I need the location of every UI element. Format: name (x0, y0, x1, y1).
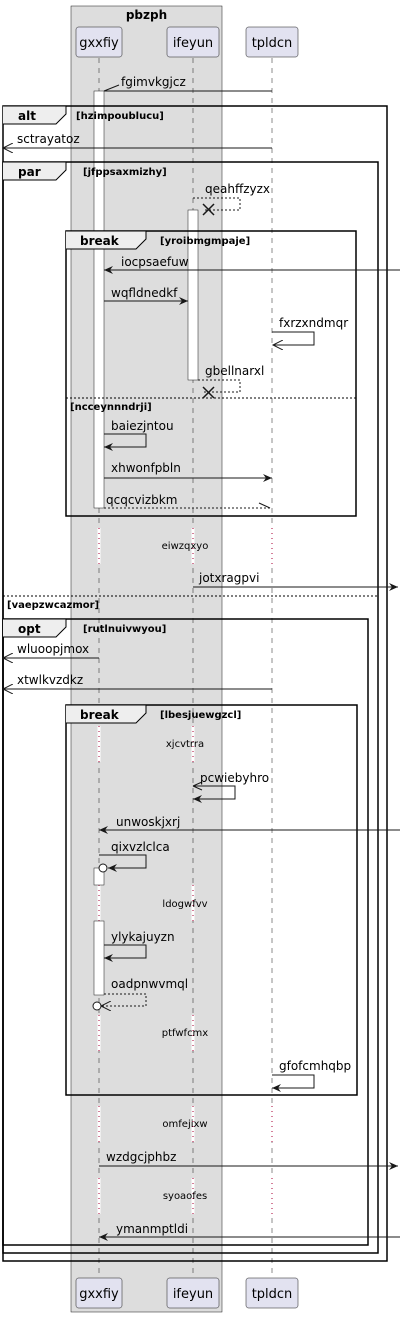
svg-text:gfofcmhqbp: gfofcmhqbp (279, 1059, 351, 1073)
participant-gxxfiy-head (75, 26, 123, 58)
message-wqfldnedkf: wqfldnedkf (104, 286, 188, 305)
fragment-break-2: break [lbesjuewgzcl] (65, 704, 358, 1096)
delay-ptfwfcmx: ptfwfcmx (162, 1028, 209, 1039)
participant-tpldcn-foot (245, 1277, 299, 1309)
svg-text:oadpnwvmql: oadpnwvmql (111, 977, 188, 991)
delay-xjcvtrra: xjcvtrra (166, 739, 204, 750)
fragment-break-2-guard: [lbesjuewgzcl] (160, 710, 241, 721)
fragment-opt-keyword: opt (18, 622, 41, 636)
activation-ifeyun-1 (187, 209, 199, 381)
activation-gxxfiy-3 (93, 920, 105, 996)
message-qixvzlclca: qixvzlclca (98, 840, 170, 873)
message-oadpnwvmql: oadpnwvmql (92, 977, 188, 1010)
delay-syoaofes: syoaofes (163, 1191, 207, 1202)
participant-gxxfiy-label: gxxfiy (79, 36, 119, 51)
message-fxrzxndmqr: fxrzxndmqr (272, 316, 348, 345)
svg-text:wluoopjmox: wluoopjmox (17, 642, 89, 656)
message-gfofcmhqbp: gfofcmhqbp (272, 1059, 351, 1092)
participant-tpldcn-label: tpldcn (252, 36, 293, 51)
message-pcwiebyhro: pcwiebyhro (192, 771, 269, 803)
fragment-alt-keyword: alt (18, 109, 36, 123)
activation-gxxfiy-1 (93, 90, 105, 509)
svg-text:pcwiebyhro: pcwiebyhro (200, 771, 269, 785)
fragment-break-1: break [yroibmgmpaje] [ncceynnndrji] (65, 230, 357, 517)
fragment-break-1-keyword: break (80, 234, 120, 248)
participant-tpldcn-foot-label: tpldcn (252, 1287, 293, 1302)
participant-ifeyun-foot (166, 1277, 220, 1309)
participant-gxxfiy-foot (75, 1277, 123, 1309)
participant-ifeyun-label: ifeyun (173, 36, 213, 51)
message-ylykajuyzn: ylykajuyzn (104, 930, 175, 962)
fragment-par-keyword: par (18, 165, 41, 179)
svg-text:qixvzlclca: qixvzlclca (111, 840, 170, 854)
box-title: pbzph (126, 8, 167, 22)
delay-dots (98, 528, 273, 1214)
message-sctrayatoz: sctrayatoz (3, 132, 272, 148)
svg-text:iocpsaefuw: iocpsaefuw (121, 255, 189, 269)
participant-tpldcn-head (245, 26, 299, 58)
fragment-alt-guard: [hzimpoublucu] (76, 111, 164, 122)
message-wluoopjmox: wluoopjmox (3, 642, 99, 658)
fragment-opt-guard: [rutlnuivwyou] (83, 624, 166, 635)
svg-text:fgimvkgjcz: fgimvkgjcz (121, 75, 186, 89)
svg-text:jotxragpvi: jotxragpvi (198, 571, 259, 585)
participant-box (70, 5, 223, 1313)
message-xhwonfpbln: xhwonfpbln (104, 461, 272, 482)
message-jotxragpvi: jotxragpvi (193, 571, 398, 591)
message-iocpsaefuw: iocpsaefuw (104, 255, 400, 274)
svg-text:baiezjntou: baiezjntou (111, 419, 174, 433)
participant-ifeyun-foot-label: ifeyun (173, 1287, 213, 1302)
message-wzdgcjphbz: wzdgcjphbz (99, 1150, 398, 1170)
message-xtwlkvzdkz: xtwlkvzdkz (3, 673, 272, 689)
message-qeahffzyzx: qeahffzyzx (193, 182, 270, 216)
participant-gxxfiy-foot-label: gxxfiy (79, 1287, 119, 1302)
svg-text:gbellnarxl: gbellnarxl (205, 364, 264, 378)
svg-text:xtwlkvzdkz: xtwlkvzdkz (17, 673, 83, 687)
fragment-par-guard: [jfppsaxmizhy] (83, 167, 167, 178)
message-gbellnarxl: gbellnarxl (198, 364, 264, 399)
svg-text:unwoskjxrj: unwoskjxrj (116, 815, 180, 829)
message-unwoskjxrj: unwoskjxrj (99, 815, 400, 834)
svg-text:qeahffzyzx: qeahffzyzx (205, 182, 270, 196)
message-qcqcvizbkm: qcqcvizbkm (104, 493, 271, 509)
delay-eiwzqxyo: eiwzqxyo (162, 541, 209, 552)
fragment-par-else-guard: [vaepzwcazmor] (7, 600, 99, 611)
fragment-opt: opt [rutlnuivwyou] (2, 618, 369, 1246)
svg-text:wqfldnedkf: wqfldnedkf (111, 286, 178, 300)
svg-text:ylykajuyzn: ylykajuyzn (111, 930, 175, 944)
svg-text:xhwonfpbln: xhwonfpbln (111, 461, 181, 475)
delay-omfejixw: omfejixw (162, 1119, 207, 1130)
fragment-break-1-guard: [yroibmgmpaje] (160, 236, 250, 247)
svg-text:qcqcvizbkm: qcqcvizbkm (106, 493, 177, 507)
svg-text:fxrzxndmqr: fxrzxndmqr (279, 316, 348, 330)
fragment-break-2-keyword: break (80, 708, 120, 722)
svg-text:wzdgcjphbz: wzdgcjphbz (106, 1150, 176, 1164)
message-fgimvkgjcz: fgimvkgjcz (103, 75, 272, 92)
fragment-break-1-else-guard: [ncceynnndrji] (70, 402, 152, 413)
message-ymanmptldi: ymanmptldi (99, 1222, 400, 1241)
svg-text:ymanmptldi: ymanmptldi (116, 1222, 188, 1236)
delay-ldogwfvv: ldogwfvv (162, 899, 207, 910)
svg-text:sctrayatoz: sctrayatoz (17, 132, 80, 146)
message-baiezjntou: baiezjntou (104, 419, 174, 451)
participant-ifeyun-head (166, 26, 220, 58)
